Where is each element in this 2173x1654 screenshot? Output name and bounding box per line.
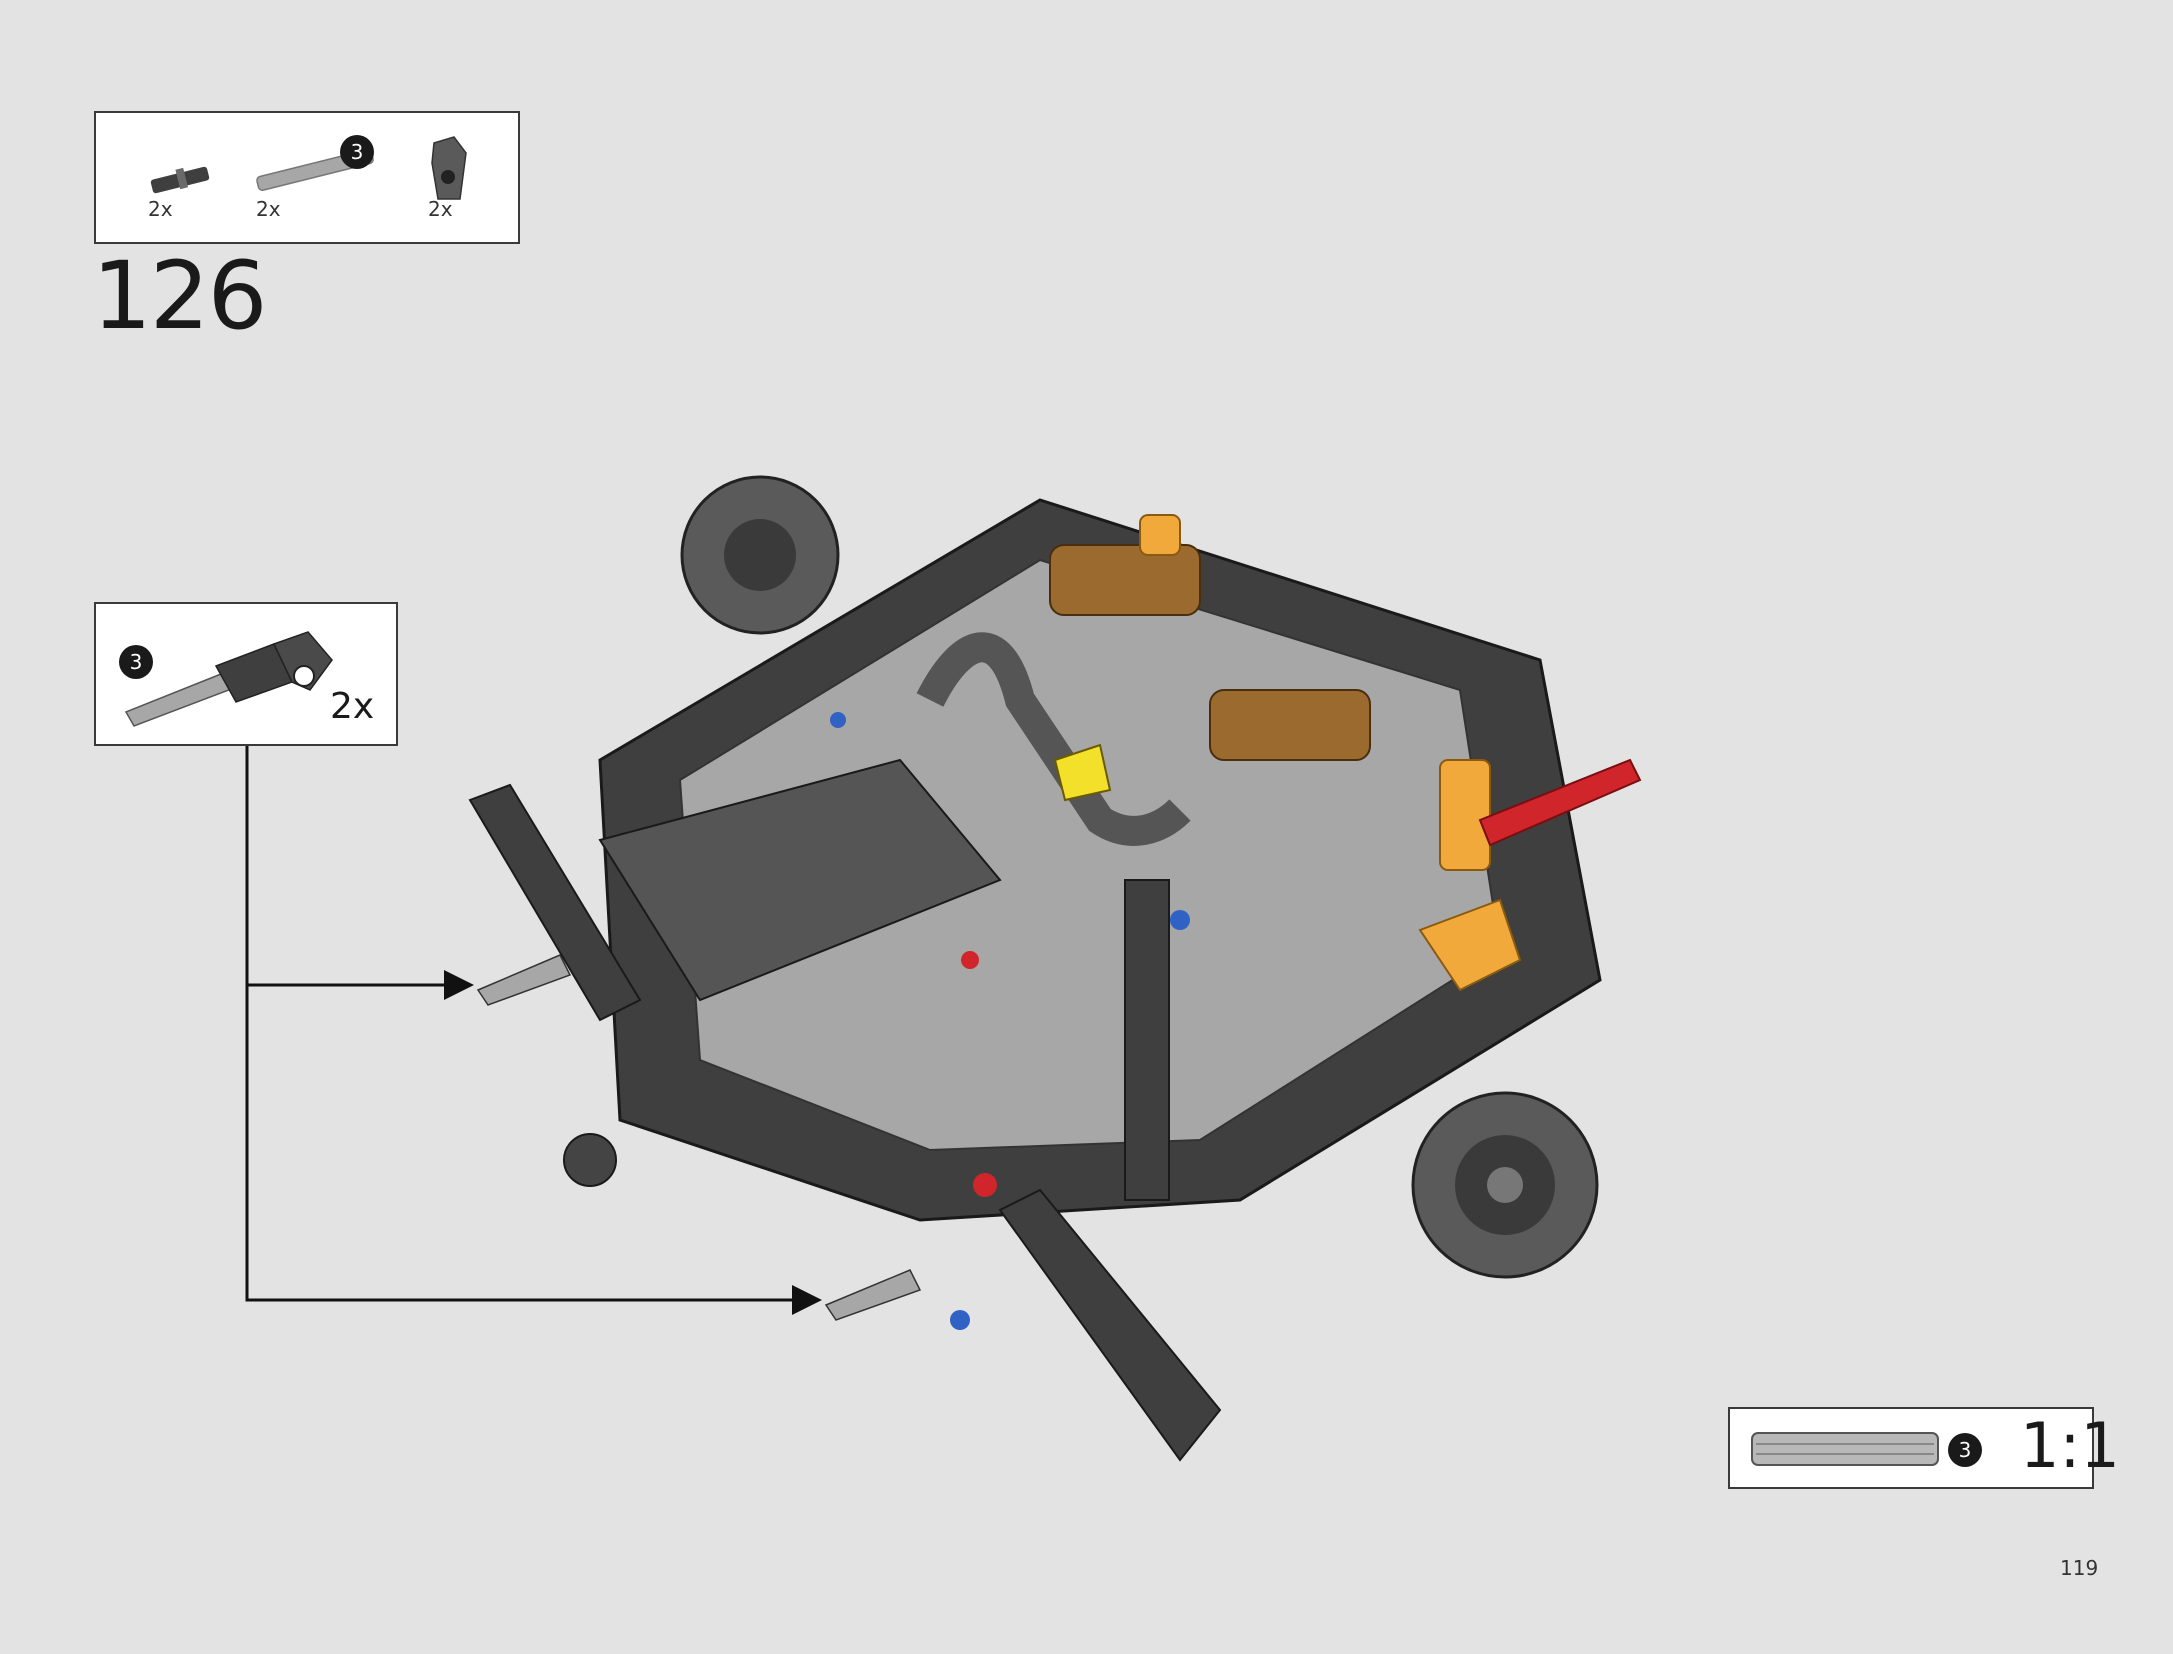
axle-with-connector-icon bbox=[124, 631, 333, 727]
callout-arrow-lower bbox=[245, 985, 822, 1315]
vertical-beam bbox=[1124, 879, 1170, 1201]
sub-assembly-qty: 2x bbox=[330, 686, 375, 727]
orange-part-2 bbox=[1439, 759, 1491, 871]
red-pin-2 bbox=[973, 1173, 997, 1197]
new-axle-upper bbox=[476, 954, 572, 1006]
length-badge: 3 bbox=[1948, 1433, 1982, 1467]
page-number: 119 bbox=[2060, 1556, 2099, 1580]
yellow-part bbox=[1053, 743, 1112, 802]
axle-pin-icon bbox=[150, 166, 210, 194]
front-beam bbox=[998, 1188, 1222, 1462]
step-number: 126 bbox=[92, 242, 267, 351]
cylinder-head-1 bbox=[1049, 544, 1201, 616]
engine-block bbox=[598, 758, 1002, 1002]
gear bbox=[563, 1133, 617, 1187]
cylinder-head-2 bbox=[1209, 689, 1371, 761]
red-axle bbox=[1478, 758, 1642, 847]
length-badge: 3 bbox=[119, 645, 153, 679]
part-qty-1: 2x bbox=[148, 197, 173, 221]
callout-arrow-upper bbox=[245, 746, 474, 1000]
orange-part-3 bbox=[1418, 898, 1522, 992]
blue-pin-1 bbox=[1170, 910, 1190, 930]
scale-label: 1:1 bbox=[2020, 1409, 2120, 1482]
part-qty-3: 2x bbox=[428, 197, 453, 221]
blue-pin-3 bbox=[950, 1310, 970, 1330]
blue-pin-2 bbox=[830, 712, 846, 728]
part-qty-2: 2x bbox=[256, 197, 281, 221]
scale-axle-icon bbox=[1751, 1432, 1939, 1466]
parts-list-box: 2x 2x 3 2x bbox=[94, 111, 520, 244]
red-pin-1 bbox=[961, 951, 979, 969]
length-badge: 3 bbox=[340, 135, 374, 169]
sub-assembly-illustration bbox=[124, 631, 333, 727]
model-chassis bbox=[468, 475, 1642, 1462]
left-beam bbox=[468, 783, 642, 1022]
sub-assembly-box: 3 bbox=[94, 602, 398, 746]
scale-reference-box: 3 bbox=[1728, 1407, 2094, 1489]
orange-part-1 bbox=[1139, 514, 1181, 556]
callout-lines bbox=[245, 746, 822, 1315]
exhaust-pipe bbox=[916, 632, 1191, 846]
connector-icon bbox=[431, 136, 467, 200]
new-axle-lower bbox=[824, 1269, 922, 1321]
